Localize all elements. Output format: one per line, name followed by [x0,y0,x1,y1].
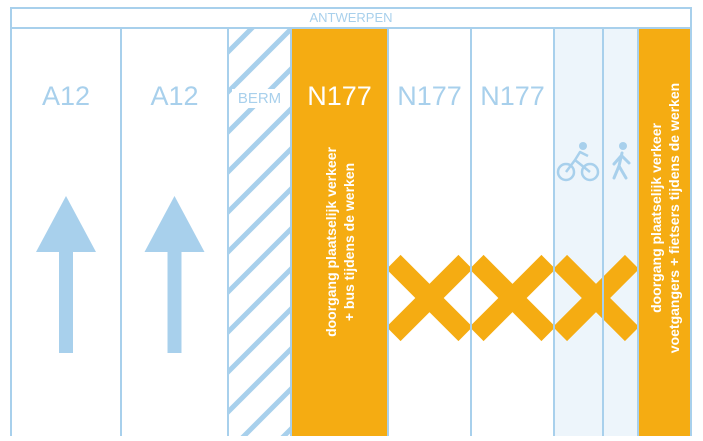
direction-label: ANTWERPEN [309,10,393,25]
lane-note-line: + bus tijdens de werken [340,162,357,322]
lane-path-walk [603,28,638,436]
lane-label-n177-open: N177 [307,81,372,111]
x-cross-icon [386,254,473,342]
lane-note-line: doorgang plaatselijk verkeer [647,123,664,313]
lane-note-n177-open: doorgang plaatselijk verkeer+ bus tijden… [322,147,358,337]
up-arrow-icon [144,196,205,252]
lane-path-open [638,28,691,436]
lane-n177-open [291,28,388,436]
x-cross-icon [552,254,640,342]
x-cross-icon [469,254,556,342]
lane-label-n177-closed-2: N177 [480,81,545,111]
lane-note-line: doorgang plaatselijk verkeer [322,147,339,337]
arrow-shaft [59,250,73,353]
lane-label-a12-right: A12 [150,81,199,111]
pedestrian-icon [612,142,631,180]
lane-label-berm: BERM [231,89,288,108]
lane-label-n177-closed-1: N177 [397,81,462,111]
direction-banner [10,7,692,29]
lane-note-line: voetgangers + fietsers tijdens de werken [665,82,682,354]
up-arrow-icon [36,196,96,252]
lane-n177-closed-1 [388,28,471,436]
lane-path-bike [554,28,603,436]
cyclist-icon [556,142,600,182]
lane-label-a12-left: A12 [41,81,91,111]
lane-n177-closed-2 [471,28,554,436]
arrow-shaft [167,250,182,353]
